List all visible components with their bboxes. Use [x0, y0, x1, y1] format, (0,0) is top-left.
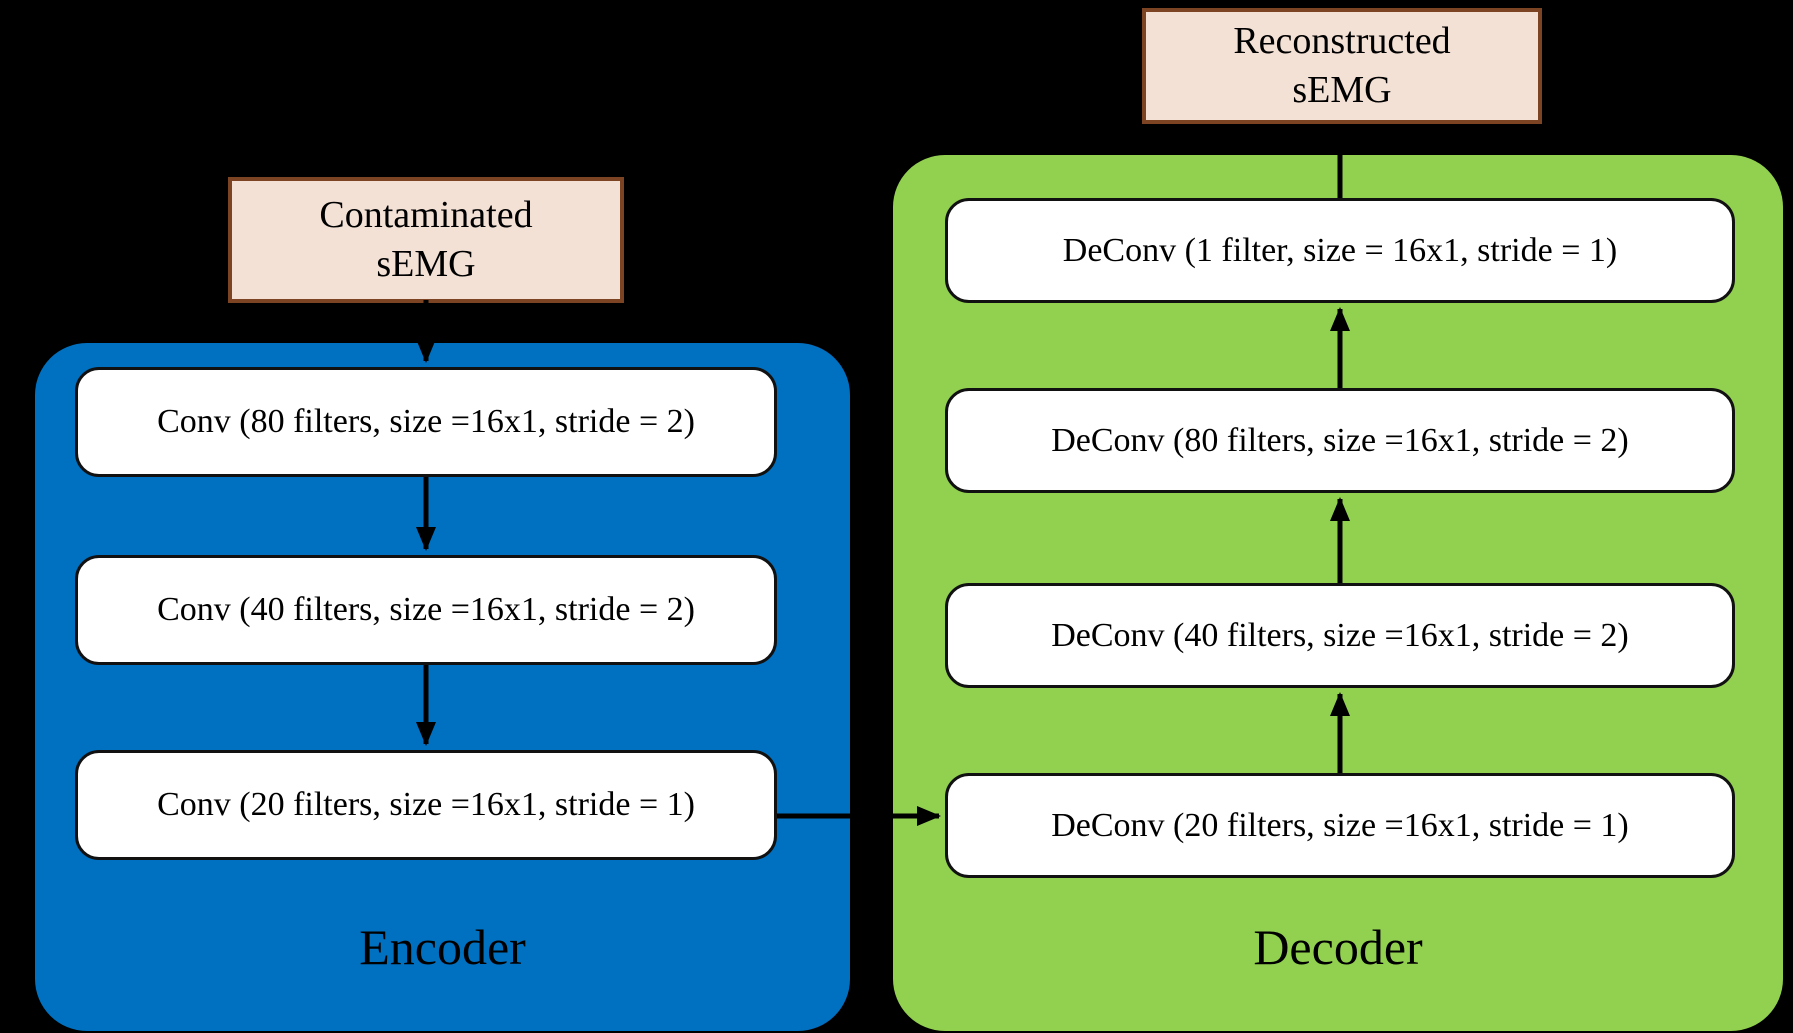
decoder-layer-deconv-20: DeConv (20 filters, size =16x1, stride =… [945, 773, 1735, 878]
input-box-contaminated-semg: Contaminated sEMG [228, 177, 624, 303]
output-box-reconstructed-semg: Reconstructed sEMG [1142, 8, 1542, 124]
decoder-layer-deconv-80: DeConv (80 filters, size =16x1, stride =… [945, 388, 1735, 493]
encoder-layer-conv-80: Conv (80 filters, size =16x1, stride = 2… [75, 367, 777, 477]
decoder-layer-deconv-40: DeConv (40 filters, size =16x1, stride =… [945, 583, 1735, 688]
input-box-line2: sEMG [376, 243, 476, 285]
encoder-container: Conv (80 filters, size =16x1, stride = 2… [35, 343, 850, 1031]
decoder-label: Decoder [1253, 919, 1423, 975]
output-box-line1: Reconstructed [1233, 19, 1451, 62]
encoder-layer-conv-40: Conv (40 filters, size =16x1, stride = 2… [75, 555, 777, 665]
input-box-line1: Contaminated [319, 193, 533, 236]
decoder-container: DeConv (1 filter, size = 16x1, stride = … [893, 155, 1783, 1031]
output-box-line2: sEMG [1292, 69, 1392, 111]
encoder-layer-conv-20: Conv (20 filters, size =16x1, stride = 1… [75, 750, 777, 860]
encoder-label: Encoder [359, 919, 526, 975]
decoder-layer-deconv-1: DeConv (1 filter, size = 16x1, stride = … [945, 198, 1735, 303]
